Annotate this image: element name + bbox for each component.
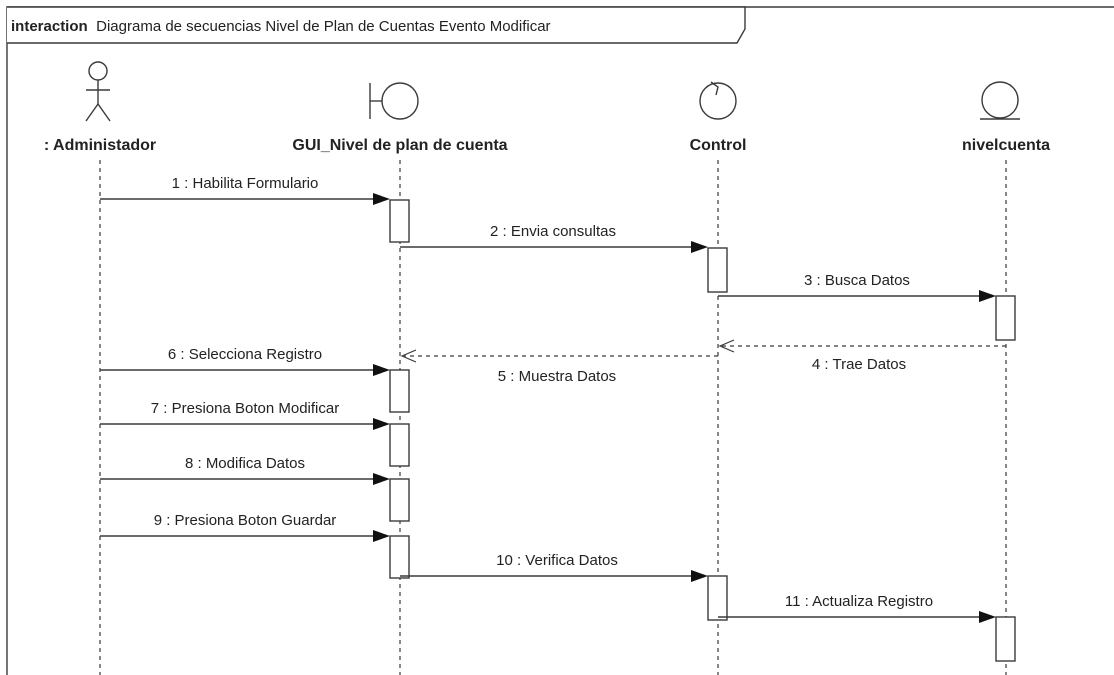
lifeline-admin: : Administador [44, 61, 156, 154]
arrowhead-filled [373, 530, 390, 542]
arrowhead-filled [979, 290, 996, 302]
message-10: 10 : Verifica Datos [400, 552, 708, 582]
message-label: 6 : Selecciona Registro [168, 346, 322, 363]
message-label: 2 : Envia consultas [490, 223, 616, 240]
lifeline-label-control: Control [690, 137, 747, 154]
arrowhead-open [718, 339, 735, 353]
messages: 1 : Habilita Formulario 2 : Envia consul… [100, 175, 1006, 623]
frame-title: Diagrama de secuencias Nivel de Plan de … [96, 18, 550, 35]
entity-icon [980, 81, 1020, 120]
message-label: 5 : Muestra Datos [498, 368, 616, 385]
message-7: 7 : Presiona Boton Modificar [100, 400, 390, 430]
message-label: 8 : Modifica Datos [185, 455, 305, 472]
lifeline-label-gui: GUI_Nivel de plan de cuenta [292, 137, 507, 154]
message-label: 1 : Habilita Formulario [172, 175, 319, 192]
control-icon [699, 81, 737, 120]
svg-text:interaction Diagrama de: interaction Diagrama de secuencias Nivel… [11, 18, 551, 35]
lifeline-control: Control [690, 81, 747, 154]
message-label: 10 : Verifica Datos [496, 552, 618, 569]
activation-bar [389, 199, 410, 243]
activation-bars [389, 199, 1016, 662]
message-label: 11 : Actualiza Registro [785, 593, 933, 610]
lifeline-lines [99, 160, 1007, 675]
lifeline-label-admin: : Administador [44, 137, 156, 154]
interaction-frame: interaction Diagrama de secuencias Nivel… [6, 6, 1114, 675]
activation-bar [707, 575, 728, 621]
message-label: 3 : Busca Datos [804, 272, 910, 289]
arrowhead-filled [373, 364, 390, 376]
arrowhead-filled [979, 611, 996, 623]
message-8: 8 : Modifica Datos [100, 455, 390, 485]
message-label: 4 : Trae Datos [812, 356, 906, 373]
arrowhead-filled [373, 418, 390, 430]
message-label: 9 : Presiona Boton Guardar [154, 512, 337, 529]
arrowhead-filled [373, 193, 390, 205]
message-6: 6 : Selecciona Registro [100, 346, 390, 376]
message-9: 9 : Presiona Boton Guardar [100, 512, 390, 542]
boundary-icon [369, 82, 419, 120]
activation-bar [389, 535, 410, 579]
activation-bar [389, 478, 410, 522]
message-1: 1 : Habilita Formulario [100, 175, 390, 205]
message-11: 11 : Actualiza Registro [718, 593, 996, 623]
actor-icon [85, 61, 111, 122]
arrowhead-open [400, 349, 417, 363]
lifeline-label-entity: nivelcuenta [962, 137, 1050, 154]
message-2: 2 : Envia consultas [400, 223, 708, 253]
message-5: 5 : Muestra Datos [400, 349, 718, 385]
frame-keyword: interaction [11, 18, 88, 35]
message-3: 3 : Busca Datos [718, 272, 996, 302]
activation-bar [389, 369, 410, 413]
lifeline-gui: GUI_Nivel de plan de cuenta [292, 82, 508, 154]
activation-bar [389, 423, 410, 467]
arrowhead-filled [373, 473, 390, 485]
activation-bar [995, 616, 1016, 662]
lifeline-entity: nivelcuenta [962, 81, 1050, 154]
frame-tab [7, 6, 746, 44]
activation-bar [995, 295, 1016, 341]
message-4: 4 : Trae Datos [718, 339, 1006, 373]
activation-bar [707, 247, 728, 293]
arrowhead-filled [691, 241, 708, 253]
arrowhead-filled [691, 570, 708, 582]
message-label: 7 : Presiona Boton Modificar [151, 400, 339, 417]
